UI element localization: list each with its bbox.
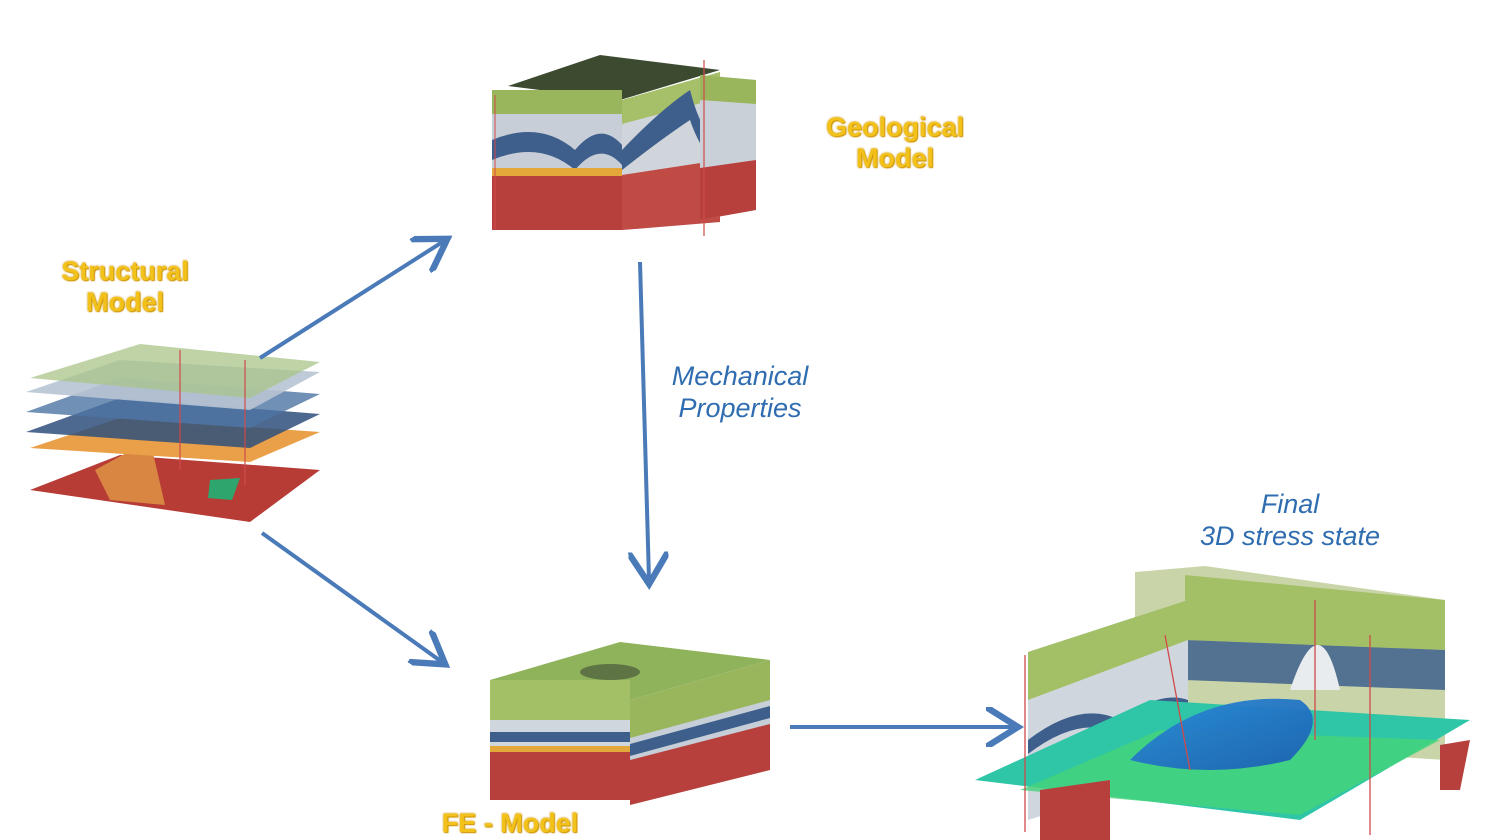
arrow-geological-to-fe — [640, 261, 649, 580]
fe-model-image — [490, 642, 770, 805]
arrow-structural-to-fe — [260, 531, 442, 662]
geological-model-label-line1: Geological — [825, 112, 965, 142]
structural-model-image — [26, 344, 320, 522]
geological-model-image — [492, 55, 756, 236]
geological-model-label-line2: Model — [856, 143, 934, 173]
structural-model-label-line1: Structural — [61, 256, 189, 286]
mechanical-properties-line2: Properties — [678, 393, 802, 423]
final-stress-state-line1: Final — [1260, 489, 1320, 519]
mechanical-properties-label: Mechanical Properties — [640, 360, 840, 424]
fe-model-label-text: FE - Model — [441, 808, 579, 838]
final-stress-state-line2: 3D stress state — [1199, 521, 1381, 551]
structural-model-label: Structural Model — [30, 256, 220, 318]
stress-state-image — [975, 566, 1470, 840]
geological-model-label: Geological Model — [800, 112, 990, 174]
final-stress-state-label: Final 3D stress state — [1160, 488, 1420, 552]
mechanical-properties-line1: Mechanical — [671, 361, 809, 391]
structural-model-label-line2: Model — [86, 287, 164, 317]
arrow-structural-to-geological — [258, 241, 444, 360]
fe-model-label: FE - Model — [410, 808, 610, 839]
